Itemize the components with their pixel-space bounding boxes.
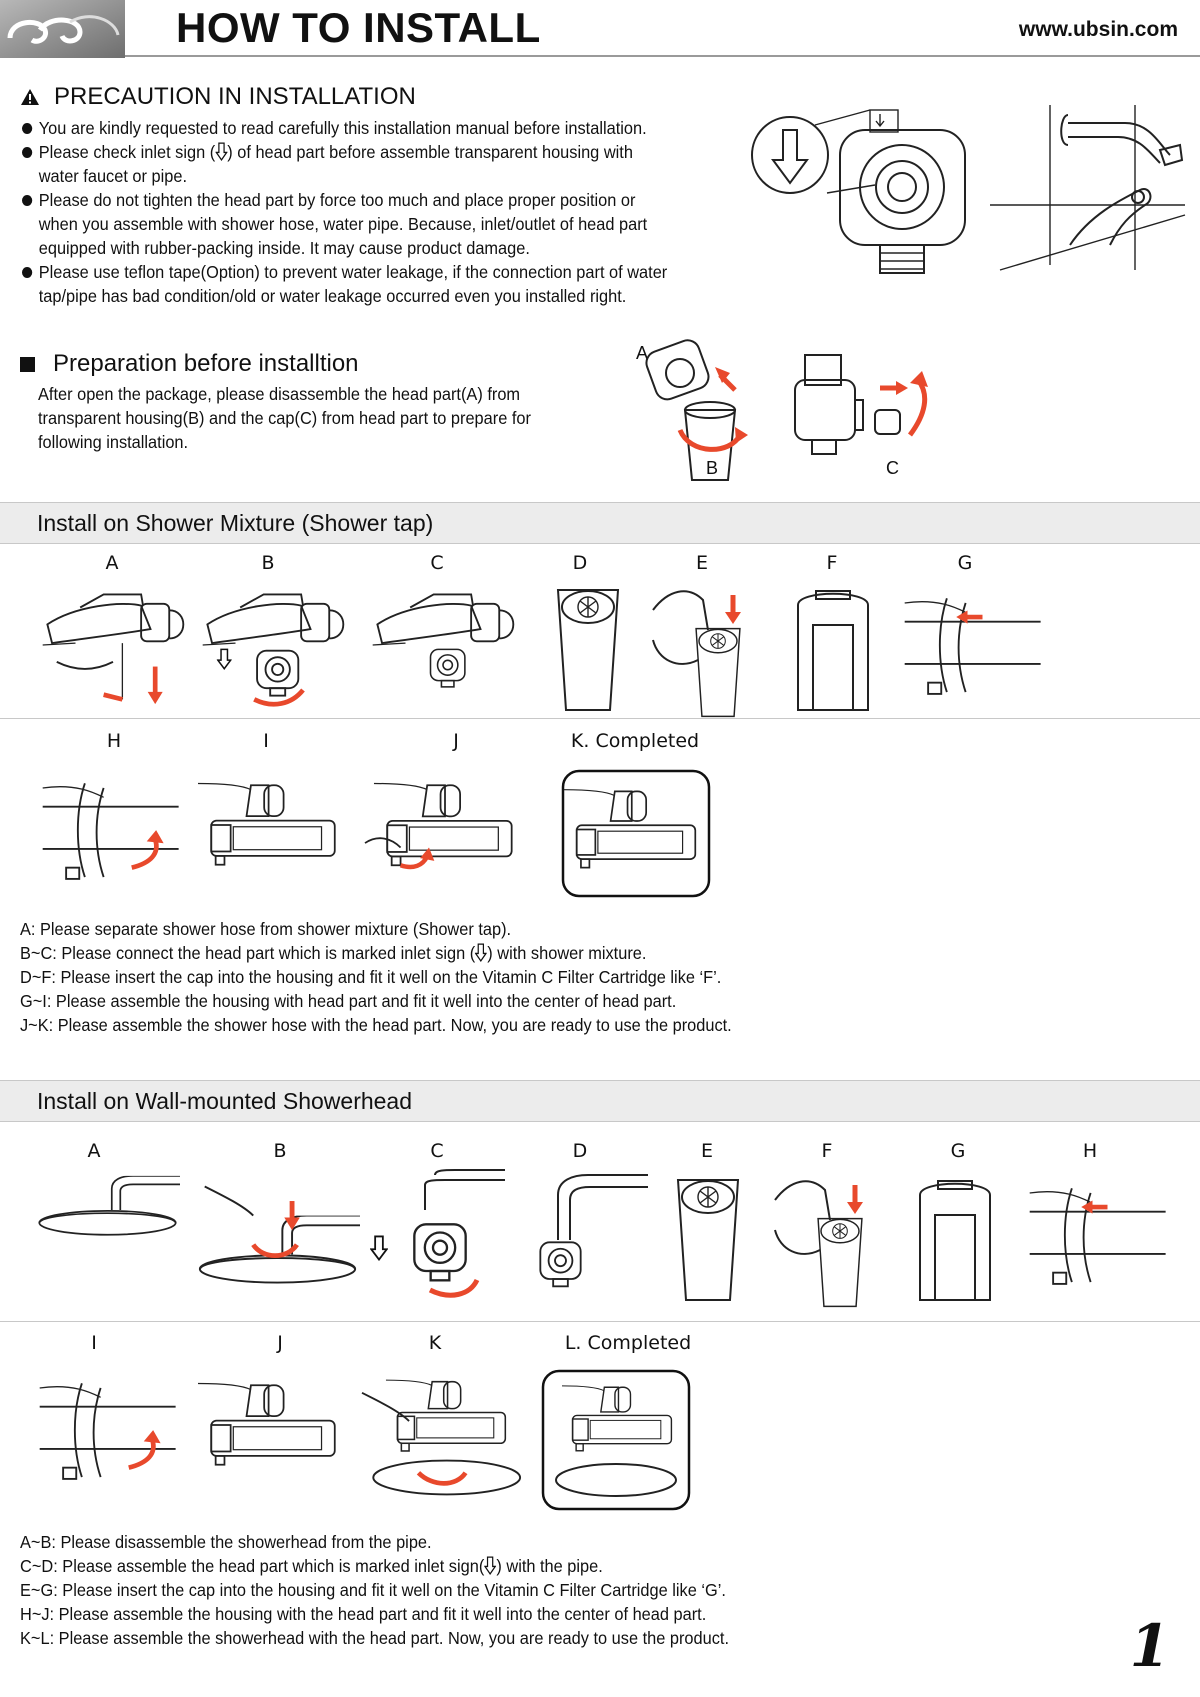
step-e-illustration [652, 590, 741, 718]
step-d-illustration [539, 1174, 648, 1288]
step-label: G [957, 552, 973, 574]
page-number: 1 [1129, 1612, 1170, 1680]
step-label: J [277, 1332, 283, 1354]
row-divider [0, 718, 1200, 719]
page-title: HOW TO INSTALL [176, 4, 541, 51]
step-label: C [430, 1140, 444, 1162]
step-f-illustration [797, 590, 869, 711]
wall-showerhead-illustrations: A B C D E F G H I J K L. Completed [0, 1125, 1200, 1511]
inlet-arrow-icon [215, 142, 227, 161]
inlet-arrow-icon [484, 1556, 496, 1575]
part-label-a: A [636, 343, 649, 363]
preparation-text: After open the package, please disassemb… [38, 384, 531, 452]
precaution-list: You are kindly requested to read careful… [22, 116, 673, 308]
inlet-arrow-icon [475, 943, 487, 962]
step-text: K~L: Please assemble the showerhead with… [20, 1628, 730, 1648]
step-label: A [105, 552, 119, 574]
step-b-illustration [198, 1185, 360, 1284]
step-c-illustration [370, 1169, 505, 1298]
step-i-illustration [198, 782, 336, 866]
section-title: Install on Wall-mounted Showerhead [37, 1088, 413, 1114]
step-a-showerhead-illustration [38, 1175, 180, 1236]
list-item: Please check inlet sign () of head part … [22, 140, 673, 188]
step-text: G~I: Please assemble the housing with he… [20, 991, 677, 1011]
section-band-shower-mixture: Install on Shower Mixture (Shower tap) [0, 502, 1200, 544]
list-item: Please do not tighten the head part by f… [22, 188, 673, 260]
step-l-completed-illustration [541, 1369, 691, 1511]
step-text: A: Please separate shower hose from show… [20, 919, 512, 939]
step-j-illustration [198, 1382, 336, 1466]
wall-showerhead-steps: A~B: Please disassemble the showerhead f… [20, 1530, 745, 1650]
step-label: E [695, 552, 709, 574]
step-text: J~K: Please assemble the shower hose wit… [20, 1015, 732, 1035]
section-title: Install on Shower Mixture (Shower tap) [37, 510, 434, 536]
remove-cap-illustration [794, 354, 928, 455]
step-text: E~G: Please insert the cap into the hous… [20, 1580, 726, 1600]
step-text: D~F: Please insert the cap into the hous… [20, 967, 722, 987]
step-k-illustration [361, 1379, 522, 1496]
step-k-completed-illustration [561, 769, 711, 898]
step-label: D [572, 1140, 588, 1162]
step-label: C [430, 552, 444, 574]
step-label: H [106, 730, 122, 752]
precaution-heading: PRECAUTION IN INSTALLATION [20, 83, 416, 111]
warning-icon [21, 89, 39, 105]
header-divider [125, 55, 1200, 57]
preparation-heading: Preparation before installtion [20, 350, 359, 378]
list-item: You are kindly requested to read careful… [22, 116, 673, 140]
step-label: H [1082, 1140, 1098, 1162]
precaution-title: PRECAUTION IN INSTALLATION [54, 83, 416, 110]
step-h-illustration [1028, 1187, 1167, 1285]
disassemble-housing-illustration [645, 339, 748, 481]
website-url[interactable]: www.ubsin.com [1018, 18, 1178, 41]
step-label: B [261, 552, 275, 574]
step-i-illustration [38, 1382, 177, 1480]
wall-shower-illustration [990, 105, 1186, 271]
step-g-illustration [919, 1180, 991, 1301]
square-bullet-icon [20, 356, 35, 372]
step-label: B [273, 1140, 287, 1162]
step-label: F [821, 1140, 833, 1162]
step-label: J [453, 730, 459, 752]
step-label: K [428, 1332, 442, 1354]
inlet-sign-illustration [751, 109, 966, 274]
brand-logo [0, 0, 125, 58]
step-b-illustration [201, 593, 345, 707]
step-label: G [950, 1140, 966, 1162]
step-text: B~C: Please connect the head part which … [20, 943, 647, 963]
completed-label: L. Completed [564, 1332, 692, 1354]
shower-mixture-steps: A: Please separate shower hose from show… [20, 917, 745, 1037]
step-label: F [826, 552, 838, 574]
step-j-illustration [364, 782, 513, 870]
part-label-b: B [706, 458, 719, 478]
step-d-illustration [557, 589, 619, 711]
step-text: A~B: Please disassemble the showerhead f… [20, 1532, 432, 1552]
step-a-illustration [41, 593, 185, 705]
step-c-illustration [371, 593, 515, 688]
step-f-illustration [774, 1180, 863, 1308]
row-divider [0, 1321, 1200, 1322]
step-text: H~J: Please assemble the housing with th… [20, 1604, 707, 1624]
step-e-illustration [677, 1179, 739, 1301]
step-label: I [263, 730, 269, 752]
completed-label: K. Completed [570, 730, 700, 752]
step-h-illustration [41, 782, 180, 880]
step-label: I [91, 1332, 97, 1354]
step-g-illustration [903, 597, 1042, 695]
shower-mixture-illustrations: A B C D E F G H I J K. Completed [0, 545, 1200, 925]
step-label: D [572, 552, 588, 574]
section-band-wall-showerhead: Install on Wall-mounted Showerhead [0, 1080, 1200, 1122]
step-label: A [87, 1140, 101, 1162]
list-item: Please use teflon tape(Option) to preven… [22, 260, 673, 308]
step-text: C~D: Please assemble the head part which… [20, 1556, 603, 1576]
step-label: E [700, 1140, 714, 1162]
part-label-c: C [886, 458, 899, 478]
